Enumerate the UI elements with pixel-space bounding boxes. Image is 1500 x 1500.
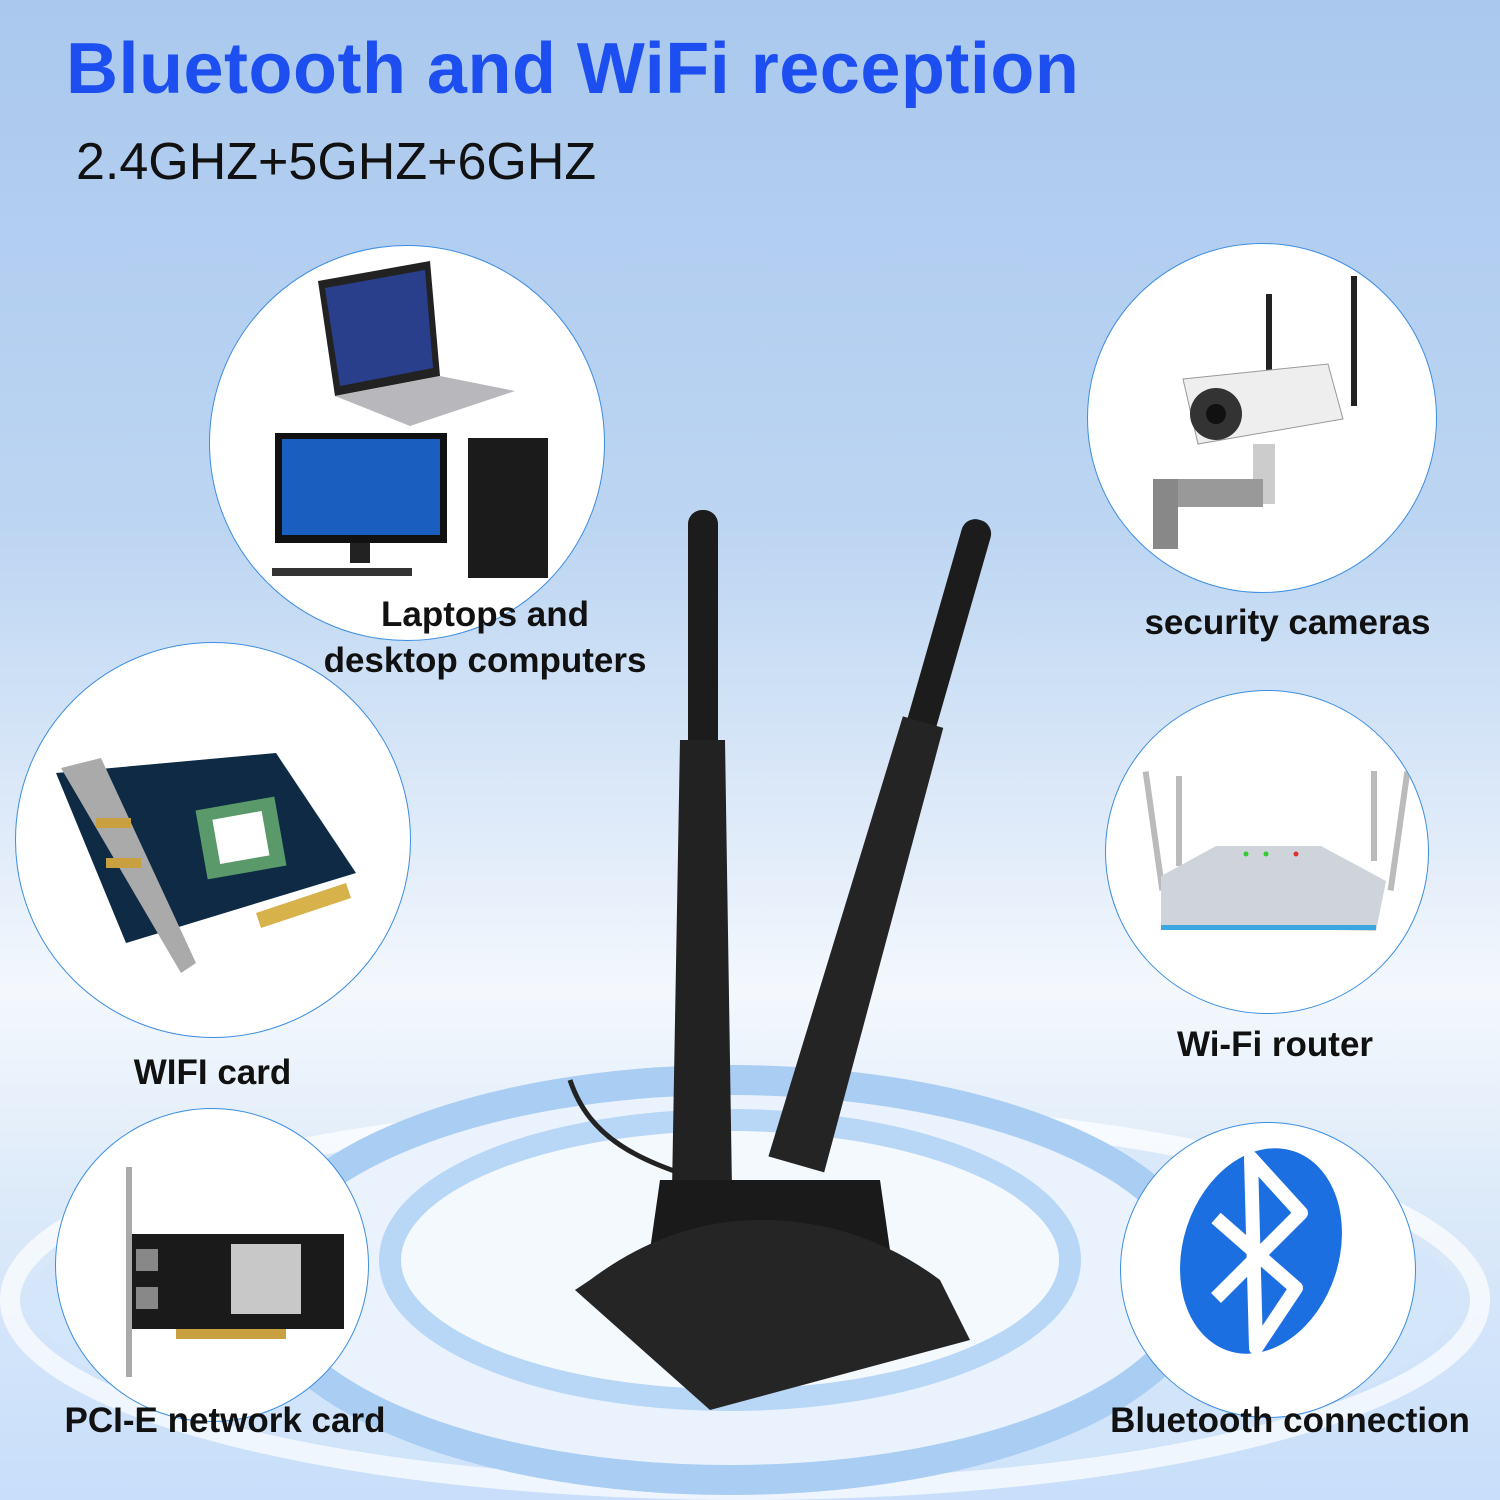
dual-antenna-icon [567, 510, 992, 1410]
network-card-icon [126, 1167, 344, 1377]
laptops-circle [209, 245, 605, 641]
network-card-circle [55, 1108, 369, 1422]
security-camera-icon [1153, 276, 1357, 549]
label-wifi-router: Wi-Fi router [1176, 1025, 1374, 1064]
label-pcie-network-card: PCI-E network card [64, 1401, 386, 1440]
router-icon [1142, 771, 1411, 931]
page-title: Bluetooth and WiFi reception [66, 29, 1080, 109]
wifi-card-circle [15, 642, 411, 1038]
laptop-desktop-icon [272, 261, 548, 578]
security-camera-circle [1087, 243, 1437, 593]
label-wifi-card: WIFI card [133, 1053, 292, 1092]
router-circle [1105, 690, 1429, 1014]
label-line: desktop computers [323, 641, 647, 680]
label-bluetooth-connection: Bluetooth connection [1110, 1401, 1470, 1440]
bluetooth-circle [1120, 1122, 1416, 1418]
bluetooth-icon [1180, 1148, 1342, 1355]
frequency-bands: 2.4GHZ+5GHZ+6GHZ [76, 133, 597, 191]
wifi-card-icon [56, 753, 356, 973]
label-security-cameras: security cameras [1144, 603, 1431, 642]
label-line: Laptops and [380, 595, 590, 634]
label-laptops: Laptops and desktop computers [300, 592, 670, 684]
